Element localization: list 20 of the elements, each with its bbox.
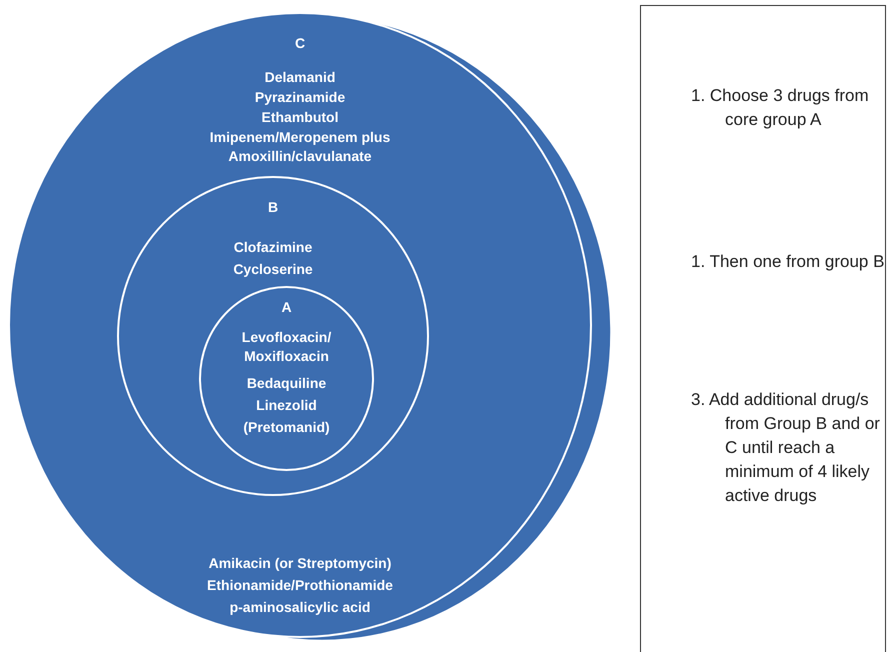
drug-name: p-aminosalicylic acid [228, 598, 372, 617]
drug-name: Clofazimine [232, 238, 314, 257]
drug-name: Imipenem/Meropenem plus Amoxillin/clavulanate [208, 128, 392, 166]
drug-name: Pyrazinamide [254, 88, 346, 107]
instruction-panel [640, 5, 886, 652]
drug-name: Levofloxacin/ Moxifloxacin [240, 328, 332, 366]
instruction-step: 1. Then one from group B [691, 250, 887, 274]
group-letter: C [294, 34, 306, 53]
drug-name: (Pretomanid) [242, 418, 331, 437]
drug-name: Ethambutol [260, 108, 340, 127]
drug-name: Delamanid [264, 68, 336, 87]
drug-name: Ethionamide/Prothionamide [206, 576, 394, 595]
instruction-step: 1. Choose 3 drugs from core group A [691, 84, 887, 132]
drug-name: Cycloserine [232, 260, 314, 279]
drug-name: Linezolid [255, 396, 318, 415]
group-letter: A [280, 298, 293, 317]
group-letter: B [266, 198, 280, 217]
drug-name: Amikacin (or Streptomycin) [208, 554, 392, 573]
drug-name: Bedaquiline [246, 374, 328, 393]
instruction-step: 3. Add additional drug/s from Group B and or C until reach a minimum of 4 likely active drugs [691, 388, 887, 508]
